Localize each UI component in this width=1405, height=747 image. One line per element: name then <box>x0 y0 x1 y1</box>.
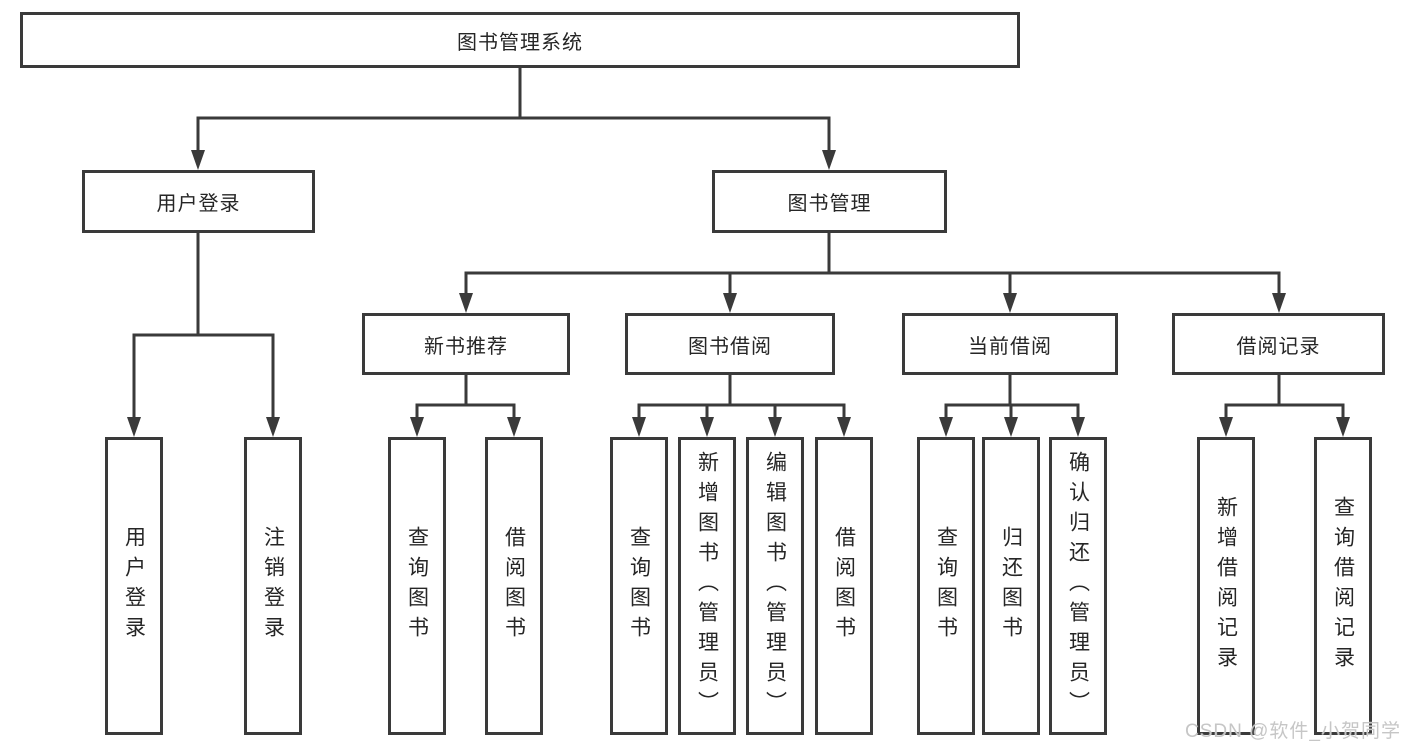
leaf-records-query-record-label: 查询借阅记录 <box>1331 496 1355 676</box>
csdn-watermark: CSDN @软件_小贺同学 <box>1185 721 1401 742</box>
node-root-system: 图书管理系统 <box>20 12 1020 68</box>
node-borrow-records: 借阅记录 <box>1172 313 1385 375</box>
leaf-borrow-query-books-label: 查询图书 <box>627 526 651 646</box>
node-new-book-recommend-label: 新书推荐 <box>424 335 508 358</box>
leaf-newbook-query-books: 查询图书 <box>388 437 446 735</box>
leaf-user-login-label: 用户登录 <box>122 526 146 646</box>
node-root-system-label: 图书管理系统 <box>457 31 583 54</box>
node-book-management-label: 图书管理 <box>787 193 872 215</box>
node-current-borrow-label: 当前借阅 <box>968 335 1052 358</box>
node-book-borrow-label: 图书借阅 <box>688 335 772 358</box>
leaf-records-add-record-label: 新增借阅记录 <box>1214 496 1238 676</box>
leaf-borrow-borrow-books-label: 借阅图书 <box>832 526 856 646</box>
node-book-borrow: 图书借阅 <box>625 313 835 375</box>
node-current-borrow: 当前借阅 <box>902 313 1118 375</box>
leaf-logout-login-label: 注销登录 <box>261 526 285 646</box>
node-book-management: 图书管理 <box>712 170 947 233</box>
leaf-user-login: 用户登录 <box>105 437 163 735</box>
leaf-current-return-books-label: 归还图书 <box>999 526 1023 646</box>
leaf-borrow-edit-books-admin-label: 编辑图书（管理员） <box>763 451 787 721</box>
leaf-borrow-add-books-admin-label: 新增图书（管理员） <box>695 451 719 721</box>
leaf-borrow-edit-books-admin: 编辑图书（管理员） <box>746 437 804 735</box>
leaf-borrow-query-books: 查询图书 <box>610 437 668 735</box>
node-user-login: 用户登录 <box>82 170 315 233</box>
leaf-newbook-borrow-books: 借阅图书 <box>485 437 543 735</box>
leaf-records-query-record: 查询借阅记录 <box>1314 437 1372 735</box>
leaf-current-return-books: 归还图书 <box>982 437 1040 735</box>
leaf-current-query-books: 查询图书 <box>917 437 975 735</box>
node-new-book-recommend: 新书推荐 <box>362 313 570 375</box>
leaf-current-confirm-return-admin: 确认归还（管理员） <box>1049 437 1107 735</box>
leaf-newbook-query-books-label: 查询图书 <box>405 526 429 646</box>
node-user-login-label: 用户登录 <box>156 193 241 215</box>
leaf-borrow-add-books-admin: 新增图书（管理员） <box>678 437 736 735</box>
leaf-borrow-borrow-books: 借阅图书 <box>815 437 873 735</box>
leaf-current-query-books-label: 查询图书 <box>934 526 958 646</box>
node-borrow-records-label: 借阅记录 <box>1236 335 1321 358</box>
leaf-newbook-borrow-books-label: 借阅图书 <box>502 526 526 646</box>
leaf-logout-login: 注销登录 <box>244 437 302 735</box>
leaf-records-add-record: 新增借阅记录 <box>1197 437 1255 735</box>
leaf-current-confirm-return-admin-label: 确认归还（管理员） <box>1066 451 1090 721</box>
